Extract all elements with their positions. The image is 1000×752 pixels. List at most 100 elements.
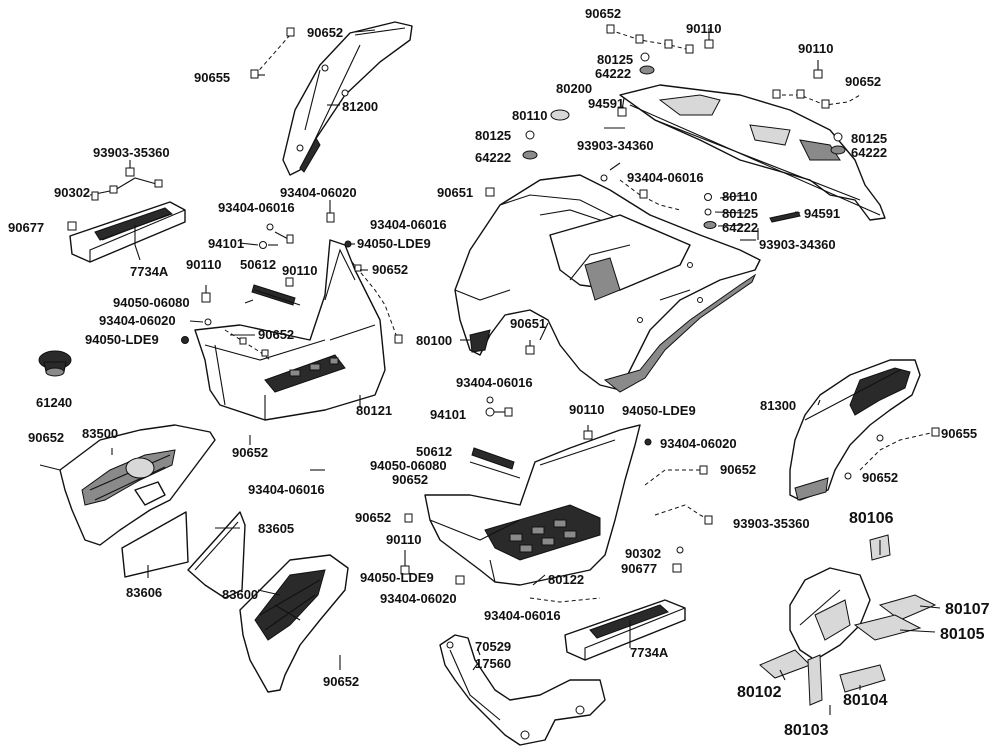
label-90651: 90651 xyxy=(437,185,473,200)
label-83605: 83605 xyxy=(258,521,294,536)
label-90110: 90110 xyxy=(798,41,833,56)
footrest-7734A-right xyxy=(564,599,686,661)
label-80100: 80100 xyxy=(416,333,452,348)
label-90110: 90110 xyxy=(569,402,604,417)
footwell-80122-fasteners xyxy=(400,396,713,603)
label-90652: 90652 xyxy=(323,674,359,689)
label-90652: 90652 xyxy=(28,430,64,445)
label-90652: 90652 xyxy=(720,462,756,477)
label-61240: 61240 xyxy=(36,395,72,410)
label-93404-06016: 93404-06016 xyxy=(484,608,561,623)
label-93903-34360: 93903-34360 xyxy=(759,237,836,252)
label-90677: 90677 xyxy=(621,561,657,576)
label-94101: 94101 xyxy=(430,407,466,422)
label-94050-LDE9: 94050-LDE9 xyxy=(360,570,434,585)
label-93404-06020: 93404-06020 xyxy=(99,313,176,328)
label-93903-35360: 93903-35360 xyxy=(733,516,810,531)
label-50612: 50612 xyxy=(240,257,276,272)
label-80107: 80107 xyxy=(945,601,990,618)
label-90652: 90652 xyxy=(355,510,391,525)
rear-fender-80200 xyxy=(619,84,886,221)
footwell-fasteners xyxy=(181,200,403,361)
label-90652: 90652 xyxy=(392,472,428,487)
label-90652: 90652 xyxy=(372,262,408,277)
label-7734A: 7734A xyxy=(630,645,669,660)
label-90302: 90302 xyxy=(625,546,661,561)
rear-mudguard-81300 xyxy=(789,359,921,501)
label-90677: 90677 xyxy=(8,220,44,235)
panel-83605 xyxy=(187,511,246,599)
fasteners-93903-left xyxy=(67,160,163,231)
fender-decal-assembly xyxy=(759,534,937,706)
label-90651: 90651 xyxy=(510,316,546,331)
fastener-90655-a xyxy=(250,27,295,79)
label-64222: 64222 xyxy=(722,220,758,235)
label-94050-06080: 94050-06080 xyxy=(370,458,447,473)
label-94050-LDE9: 94050-LDE9 xyxy=(85,332,159,347)
label-81200: 81200 xyxy=(342,99,378,114)
label-64222: 64222 xyxy=(595,66,631,81)
bracket-17560 xyxy=(439,634,606,746)
label-81300: 81300 xyxy=(760,398,796,413)
label-83600: 83600 xyxy=(222,587,258,602)
label-64222: 64222 xyxy=(851,145,887,160)
label-90652: 90652 xyxy=(307,25,343,40)
footwell-80122 xyxy=(424,424,641,586)
label-83606: 83606 xyxy=(126,585,162,600)
label-90655: 90655 xyxy=(941,426,977,441)
label-90110: 90110 xyxy=(186,257,221,272)
label-90652: 90652 xyxy=(585,6,621,21)
label-90652: 90652 xyxy=(862,470,898,485)
label-94050-LDE9: 94050-LDE9 xyxy=(357,236,431,251)
rear-fender-80100 xyxy=(454,174,761,393)
label-64222: 64222 xyxy=(475,150,511,165)
label-90652: 90652 xyxy=(845,74,881,89)
fender-fasteners xyxy=(485,174,801,355)
label-94591: 94591 xyxy=(804,206,840,221)
footrest-7734A-left xyxy=(69,201,186,263)
label-94050-06080: 94050-06080 xyxy=(113,295,190,310)
label-93404-06016: 93404-06016 xyxy=(627,170,704,185)
fastener-90655-b xyxy=(844,427,940,480)
panel-83606 xyxy=(121,511,189,578)
label-90110: 90110 xyxy=(686,21,721,36)
label-80125: 80125 xyxy=(597,52,633,67)
rear-mudguard-81200 xyxy=(282,21,413,176)
grommet-61240 xyxy=(38,350,72,377)
label-93404-06016: 93404-06016 xyxy=(456,375,533,390)
footwell-80121 xyxy=(194,239,386,421)
label-80121: 80121 xyxy=(356,403,392,418)
label-94101: 94101 xyxy=(208,236,244,251)
label-93404-06016: 93404-06016 xyxy=(370,217,447,232)
label-80106: 80106 xyxy=(849,510,894,527)
part-number-labels: 90652 90655 81200 93903-35360 90302 9067… xyxy=(8,6,990,739)
label-93903-35360: 93903-35360 xyxy=(93,145,170,160)
label-80103: 80103 xyxy=(784,722,829,739)
label-90652: 90652 xyxy=(258,327,294,342)
label-83500: 83500 xyxy=(82,426,118,441)
label-93903-34360: 93903-34360 xyxy=(577,138,654,153)
label-80125: 80125 xyxy=(722,206,758,221)
label-90655: 90655 xyxy=(194,70,230,85)
label-80105: 80105 xyxy=(940,626,985,643)
label-90652: 90652 xyxy=(232,445,268,460)
top-fasteners xyxy=(522,24,861,160)
label-80125: 80125 xyxy=(475,128,511,143)
label-70529: 70529 xyxy=(475,639,511,654)
label-50612: 50612 xyxy=(416,444,452,459)
label-80125: 80125 xyxy=(851,131,887,146)
label-90110: 90110 xyxy=(386,532,421,547)
label-93404-06020: 93404-06020 xyxy=(660,436,737,451)
label-93404-06016: 93404-06016 xyxy=(218,200,295,215)
label-17560: 17560 xyxy=(475,656,511,671)
label-80102: 80102 xyxy=(737,684,782,701)
label-93404-06020: 93404-06020 xyxy=(280,185,357,200)
label-93404-06016: 93404-06016 xyxy=(248,482,325,497)
label-94591: 94591 xyxy=(588,96,624,111)
label-90110: 90110 xyxy=(282,263,317,278)
leader-lines xyxy=(111,29,941,715)
label-90302: 90302 xyxy=(54,185,90,200)
side-cover-83500 xyxy=(39,424,216,546)
